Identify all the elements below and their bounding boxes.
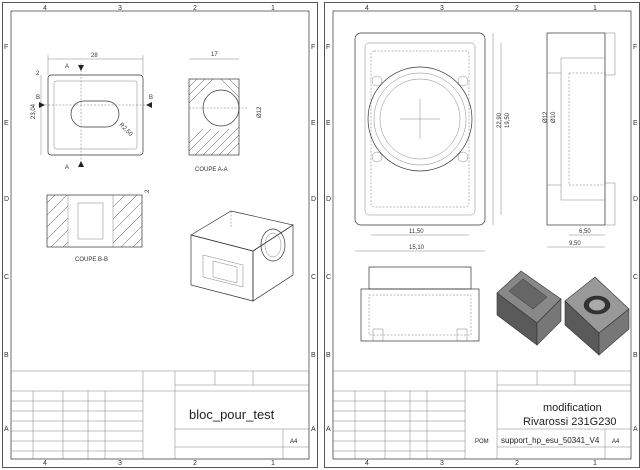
front-view: 11,50 15,10 22,90 19,50 <box>354 32 511 252</box>
edge-label-2: 2 <box>193 5 197 12</box>
dim-small: 2 <box>36 71 40 77</box>
dim-d2: Ø10 <box>551 111 557 123</box>
edge-label-2-bottom: 2 <box>515 460 519 467</box>
edge-label-3: 3 <box>118 5 122 12</box>
drawing-sheet-support: 4 3 2 1 4 3 2 1 F E D C B A F E D C B A … <box>324 2 640 468</box>
edge-label-1-bottom: 1 <box>271 460 275 467</box>
edge-label-A: A <box>326 426 331 433</box>
sheet-size: A4 <box>612 439 620 445</box>
edge-label-D: D <box>326 196 331 203</box>
edge-label-F: F <box>326 44 330 51</box>
drawing-title-line1: modification <box>543 402 602 414</box>
isometric-view <box>190 210 294 302</box>
edge-label-A: A <box>4 426 9 433</box>
dim-r2: 9,50 <box>569 241 581 247</box>
caption-coupe-aa: COUPE A-A <box>195 167 228 173</box>
section-marker-b-left: B <box>36 95 40 101</box>
dim-depth: 17 <box>211 52 218 58</box>
edge-label-D: D <box>4 196 9 203</box>
edge-label-D-right: D <box>633 196 638 203</box>
edge-label-F-right: F <box>633 44 637 51</box>
edge-label-A-right: A <box>633 426 638 433</box>
edge-label-C: C <box>326 274 331 281</box>
bottom-view <box>360 266 480 342</box>
dim-dia: Ø12 <box>257 106 263 118</box>
drawing-name: bloc_pour_test <box>189 407 275 422</box>
edge-label-4: 4 <box>43 5 47 12</box>
edge-label-B-right: B <box>311 352 316 359</box>
edge-label-A-right: A <box>311 426 316 433</box>
edge-label-C-right: C <box>633 274 638 281</box>
dim-h1: 22,90 <box>497 112 503 128</box>
front-view: 28 23,04 R2,50 2 A A B B <box>31 53 153 171</box>
sheet-size: A4 <box>290 439 298 445</box>
edge-label-F: F <box>4 44 8 51</box>
edge-label-4: 4 <box>365 5 369 12</box>
dim-w2: 15,10 <box>409 245 425 251</box>
side-view: Ø12 Ø10 6,50 9,50 <box>543 32 616 248</box>
section-view-aa: 17 Ø12 COUPE A-A <box>188 52 263 173</box>
edge-label-4-bottom: 4 <box>365 460 369 467</box>
edge-label-3: 3 <box>440 5 444 12</box>
edge-label-E: E <box>4 120 9 127</box>
dim-h2: 19,50 <box>505 112 511 128</box>
edge-label-C: C <box>4 274 9 281</box>
edge-label-3-bottom: 3 <box>118 460 122 467</box>
edge-label-C-right: C <box>311 274 316 281</box>
edge-label-B: B <box>326 352 331 359</box>
edge-label-1-bottom: 1 <box>593 460 597 467</box>
title-block: modification Rivarossi 231G230 POM suppo… <box>332 370 632 460</box>
section-marker-a-bottom: A <box>65 165 69 171</box>
edge-label-B-right: B <box>633 352 638 359</box>
edge-label-3-bottom: 3 <box>440 460 444 467</box>
edge-label-2-bottom: 2 <box>193 460 197 467</box>
edge-label-D-right: D <box>311 196 316 203</box>
section-view-bb: 2 COUPE B-B <box>46 189 151 263</box>
edge-label-1: 1 <box>593 5 597 12</box>
dim-w1: 11,50 <box>409 229 424 235</box>
edge-label-1: 1 <box>271 5 275 12</box>
section-marker-a-top: A <box>65 64 69 70</box>
caption-coupe-bb: COUPE B-B <box>75 257 108 263</box>
dim-radius: R2,50 <box>118 122 134 138</box>
edge-label-E-right: E <box>633 120 638 127</box>
drawing-name: support_hp_esu_50341_V4 <box>501 436 600 445</box>
edge-label-F-right: F <box>311 44 315 51</box>
material: POM <box>475 439 489 445</box>
edge-label-B: B <box>4 352 9 359</box>
render-3d-front <box>564 276 630 356</box>
dim-r1: 6,50 <box>579 229 591 235</box>
edge-label-2: 2 <box>515 5 519 12</box>
dim-d1: Ø12 <box>543 111 549 123</box>
dim-small2: 2 <box>145 189 151 193</box>
dim-width: 28 <box>91 53 98 59</box>
edge-label-E: E <box>326 120 331 127</box>
edge-label-4-bottom: 4 <box>43 460 47 467</box>
section-marker-b-right: B <box>149 95 153 101</box>
drawing-title-line2: Rivarossi 231G230 <box>523 416 617 428</box>
render-3d-back <box>496 270 562 346</box>
edge-label-E-right: E <box>311 120 316 127</box>
dim-height: 23,04 <box>31 103 37 119</box>
drawing-sheet-bloc: 4 3 2 1 4 3 2 1 F E D C B A F E D C B A … <box>2 2 318 468</box>
title-block: bloc_pour_test A4 <box>10 370 310 460</box>
